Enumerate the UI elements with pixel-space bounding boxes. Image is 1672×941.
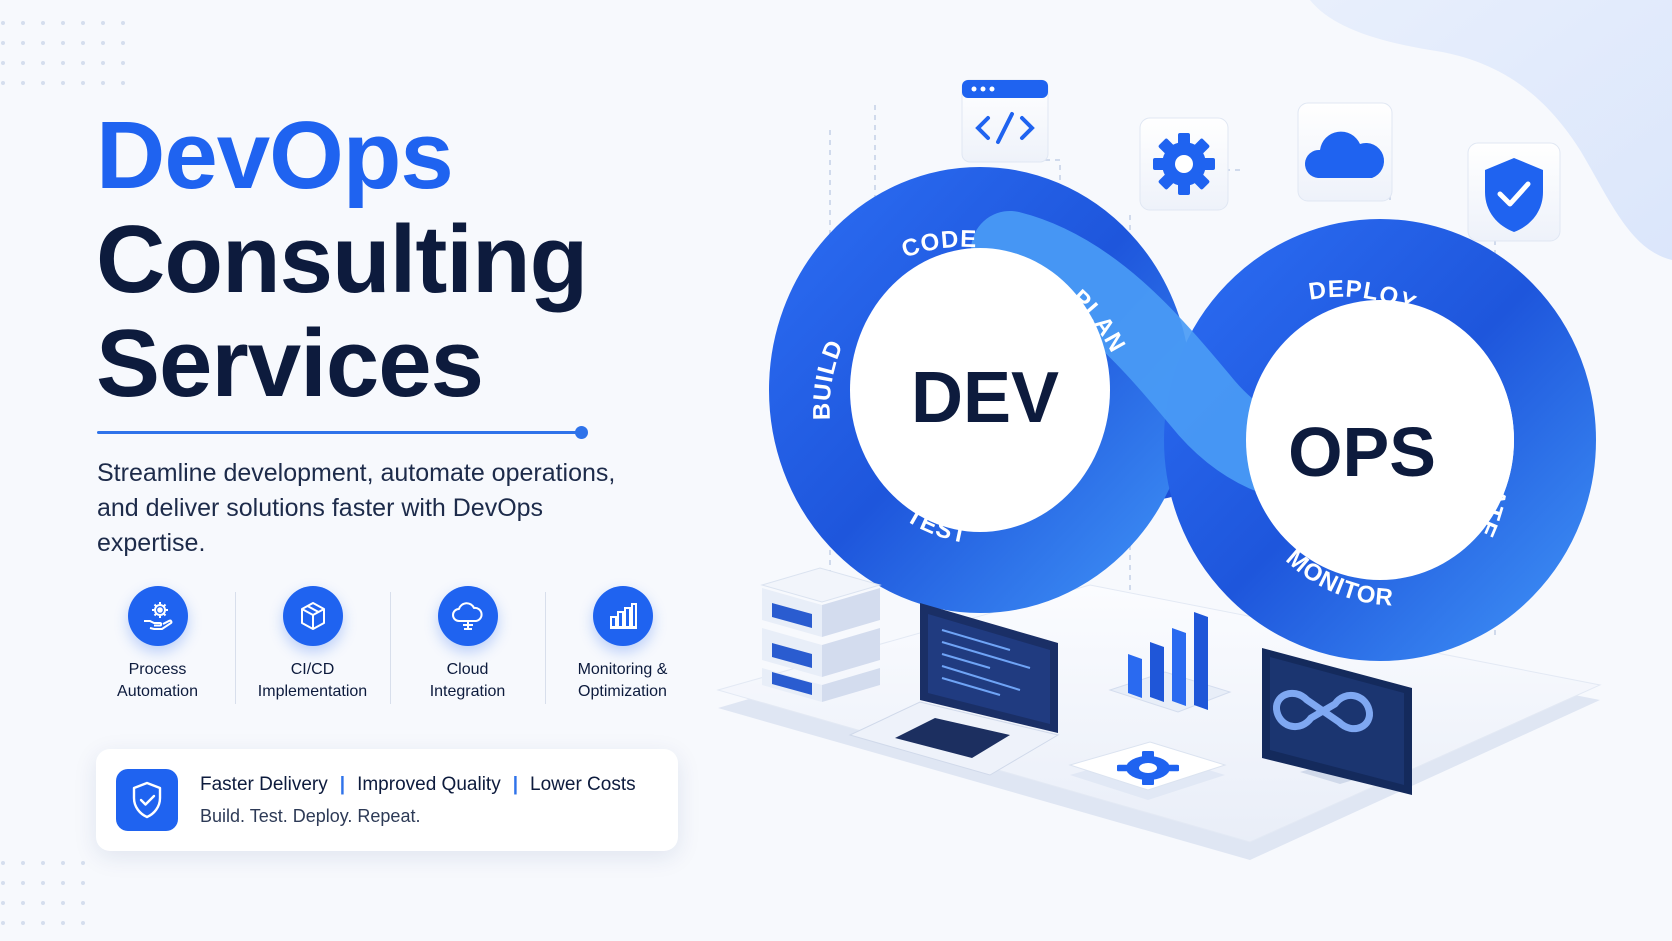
feature-list: Process Automation CI/CD Implementation … xyxy=(80,586,700,706)
feature-cloud-integration: Cloud Integration xyxy=(390,586,545,706)
feature-label: Cloud Integration xyxy=(429,661,506,700)
dot-grid-bottom xyxy=(0,860,100,930)
benefit-separator: | xyxy=(339,774,346,795)
headline-line-services: Services xyxy=(96,310,484,417)
gear-platform-icon xyxy=(1068,741,1227,800)
accent-divider-dot xyxy=(575,426,588,439)
headline-line-devops: DevOps xyxy=(96,102,454,209)
gear-hand-icon xyxy=(127,586,188,646)
benefit-separator: | xyxy=(512,774,519,795)
feature-monitoring-optimization: Monitoring & Optimization xyxy=(545,586,700,706)
bar-chart-icon xyxy=(592,586,653,646)
feature-label: Monitoring & Optimization xyxy=(577,661,668,700)
infinity-loop: DEV OPS CODE PLAN BUILD TEST DEPLOY OPER… xyxy=(769,167,1596,661)
feature-label: CI/CD Implementation xyxy=(257,661,368,700)
cloud-icon xyxy=(1297,102,1393,202)
benefits-card: Faster Delivery | Improved Quality | Lower C… xyxy=(96,749,678,851)
cube-icon xyxy=(282,586,343,646)
laptop-icon xyxy=(848,603,1060,776)
headline-line-consulting: Consulting xyxy=(96,206,588,313)
benefit-faster-delivery: Faster Delivery xyxy=(200,774,328,795)
benefit-improved-quality: Improved Quality xyxy=(357,774,501,795)
server-stack-icon xyxy=(760,567,882,702)
feature-process-automation: Process Automation xyxy=(80,586,235,706)
benefit-lower-costs: Lower Costs xyxy=(530,774,636,795)
monitor-icon xyxy=(1262,648,1412,795)
shield-check-icon xyxy=(1467,142,1561,242)
accent-divider xyxy=(97,431,583,434)
dot-grid-top xyxy=(0,14,134,90)
benefits-subtitle: Build. Test. Deploy. Repeat. xyxy=(200,806,421,826)
feature-cicd-implementation: CI/CD Implementation xyxy=(235,586,390,706)
tagline: Streamline development, automate operati… xyxy=(97,459,616,557)
loop-ops-label: OPS xyxy=(1288,413,1436,491)
corner-blob xyxy=(1310,0,1672,260)
loop-dev-label: DEV xyxy=(911,358,1059,438)
code-window-icon xyxy=(961,79,1049,163)
shield-check-icon xyxy=(116,769,178,831)
cloud-icon xyxy=(437,586,498,646)
headline: DevOps Consulting Services xyxy=(96,102,588,417)
gear-icon xyxy=(1139,117,1229,211)
feature-label: Process Automation xyxy=(117,661,198,700)
benefits-row: Faster Delivery | Improved Quality | Lower C… xyxy=(200,774,636,796)
bar-chart-icon xyxy=(1108,612,1232,713)
